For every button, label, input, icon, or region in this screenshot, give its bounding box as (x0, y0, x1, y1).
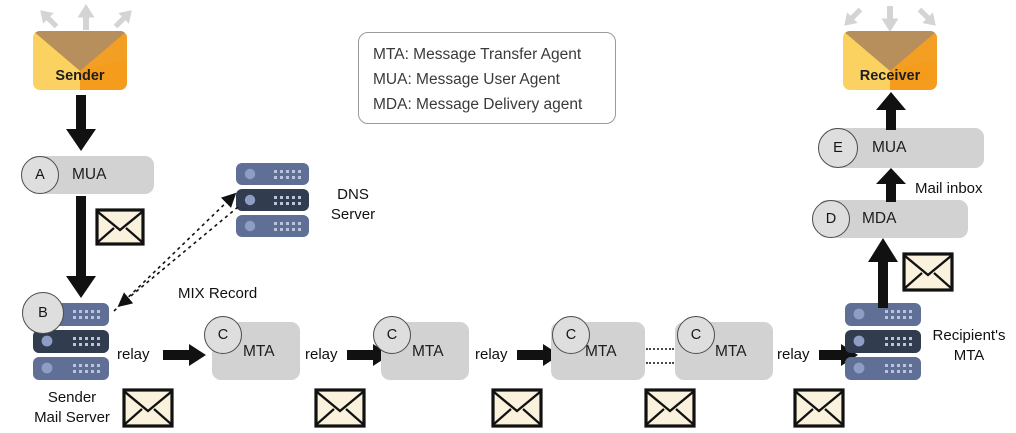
dns-server-icon (236, 163, 309, 237)
mail-icon-mua-out (95, 208, 145, 246)
legend-line-mda: MDA: Message Delivery agent (373, 96, 583, 113)
acronym-legend: MTA: Message Transfer Agent MUA: Message… (358, 32, 616, 124)
node-c-mta-3-badge: C (552, 316, 590, 354)
sender-mail-server-label-line2: Mail Server (34, 409, 110, 426)
sender-label: Sender (55, 68, 105, 84)
mail-icon-recipient-mta (902, 252, 954, 292)
mta-chain-ellipsis-line-1 (646, 348, 674, 350)
node-c-mta-4-badge: C (677, 316, 715, 354)
arrow-relay-3 (517, 344, 561, 366)
node-e-badge: E (818, 128, 858, 168)
recipient-mta-label: Recipient's MTA (926, 326, 1012, 366)
node-c-mta-4-label: MTA (715, 343, 747, 360)
sender-mail-server-icon (33, 303, 109, 381)
mail-inbox-label: Mail inbox (915, 180, 983, 197)
node-e-label: MUA (872, 139, 907, 156)
dns-server-label-line1: DNS (337, 186, 369, 203)
dns-query-response-arrows (108, 185, 248, 315)
sender-envelope-icon: Sender (33, 31, 127, 90)
relay-label-1: relay (117, 346, 150, 363)
node-c-mta-1-badge: C (204, 316, 242, 354)
node-d-badge: D (812, 200, 850, 238)
recipient-mta-server-icon (845, 303, 921, 381)
arrow-relay-1 (163, 344, 207, 366)
mail-icon-sender-server (122, 388, 174, 428)
recipient-mta-label-line2: MTA (953, 347, 985, 364)
mail-icon-mta-4 (793, 388, 845, 428)
node-a-label: MUA (72, 166, 107, 183)
arrow-sender-to-mua (64, 95, 98, 153)
legend-line-mua: MUA: Message User Agent (373, 71, 560, 88)
node-b-badge: B (22, 292, 64, 334)
mx-record-label: MIX Record (178, 285, 258, 302)
mail-icon-mta-3 (644, 388, 696, 428)
recipient-mta-label-line1: Recipient's (932, 327, 1006, 344)
mail-icon-mta-2 (491, 388, 543, 428)
mta-chain-ellipsis-line-2 (646, 362, 674, 364)
node-d-label: MDA (862, 210, 897, 227)
node-c-mta-2-label: MTA (412, 343, 444, 360)
arrow-mua-to-receiver (874, 92, 908, 130)
receiver-inward-arrows-icon (838, 2, 942, 34)
sender-outward-arrows-icon (32, 2, 140, 34)
node-c-mta-1-label: MTA (243, 343, 275, 360)
mail-icon-mta-1 (314, 388, 366, 428)
node-a-badge: A (21, 156, 59, 194)
arrow-mua-to-mailserver (64, 196, 98, 300)
relay-label-4: relay (777, 346, 810, 363)
sender-mail-server-label: Sender Mail Server (18, 388, 126, 428)
receiver-label: Receiver (859, 68, 921, 84)
sender-mail-server-label-line1: Sender (47, 389, 97, 406)
arrow-recipientmta-to-mda (866, 238, 900, 308)
node-c-mta-2-badge: C (373, 316, 411, 354)
receiver-envelope-icon: Receiver (843, 31, 937, 90)
dns-server-label-line2: Server (330, 206, 376, 223)
legend-line-mta: MTA: Message Transfer Agent (373, 46, 582, 63)
relay-label-2: relay (305, 346, 338, 363)
arrow-mda-to-mua (874, 168, 908, 202)
dns-server-label: DNS Server (318, 185, 388, 225)
node-c-mta-3-label: MTA (585, 343, 617, 360)
relay-label-3: relay (475, 346, 508, 363)
